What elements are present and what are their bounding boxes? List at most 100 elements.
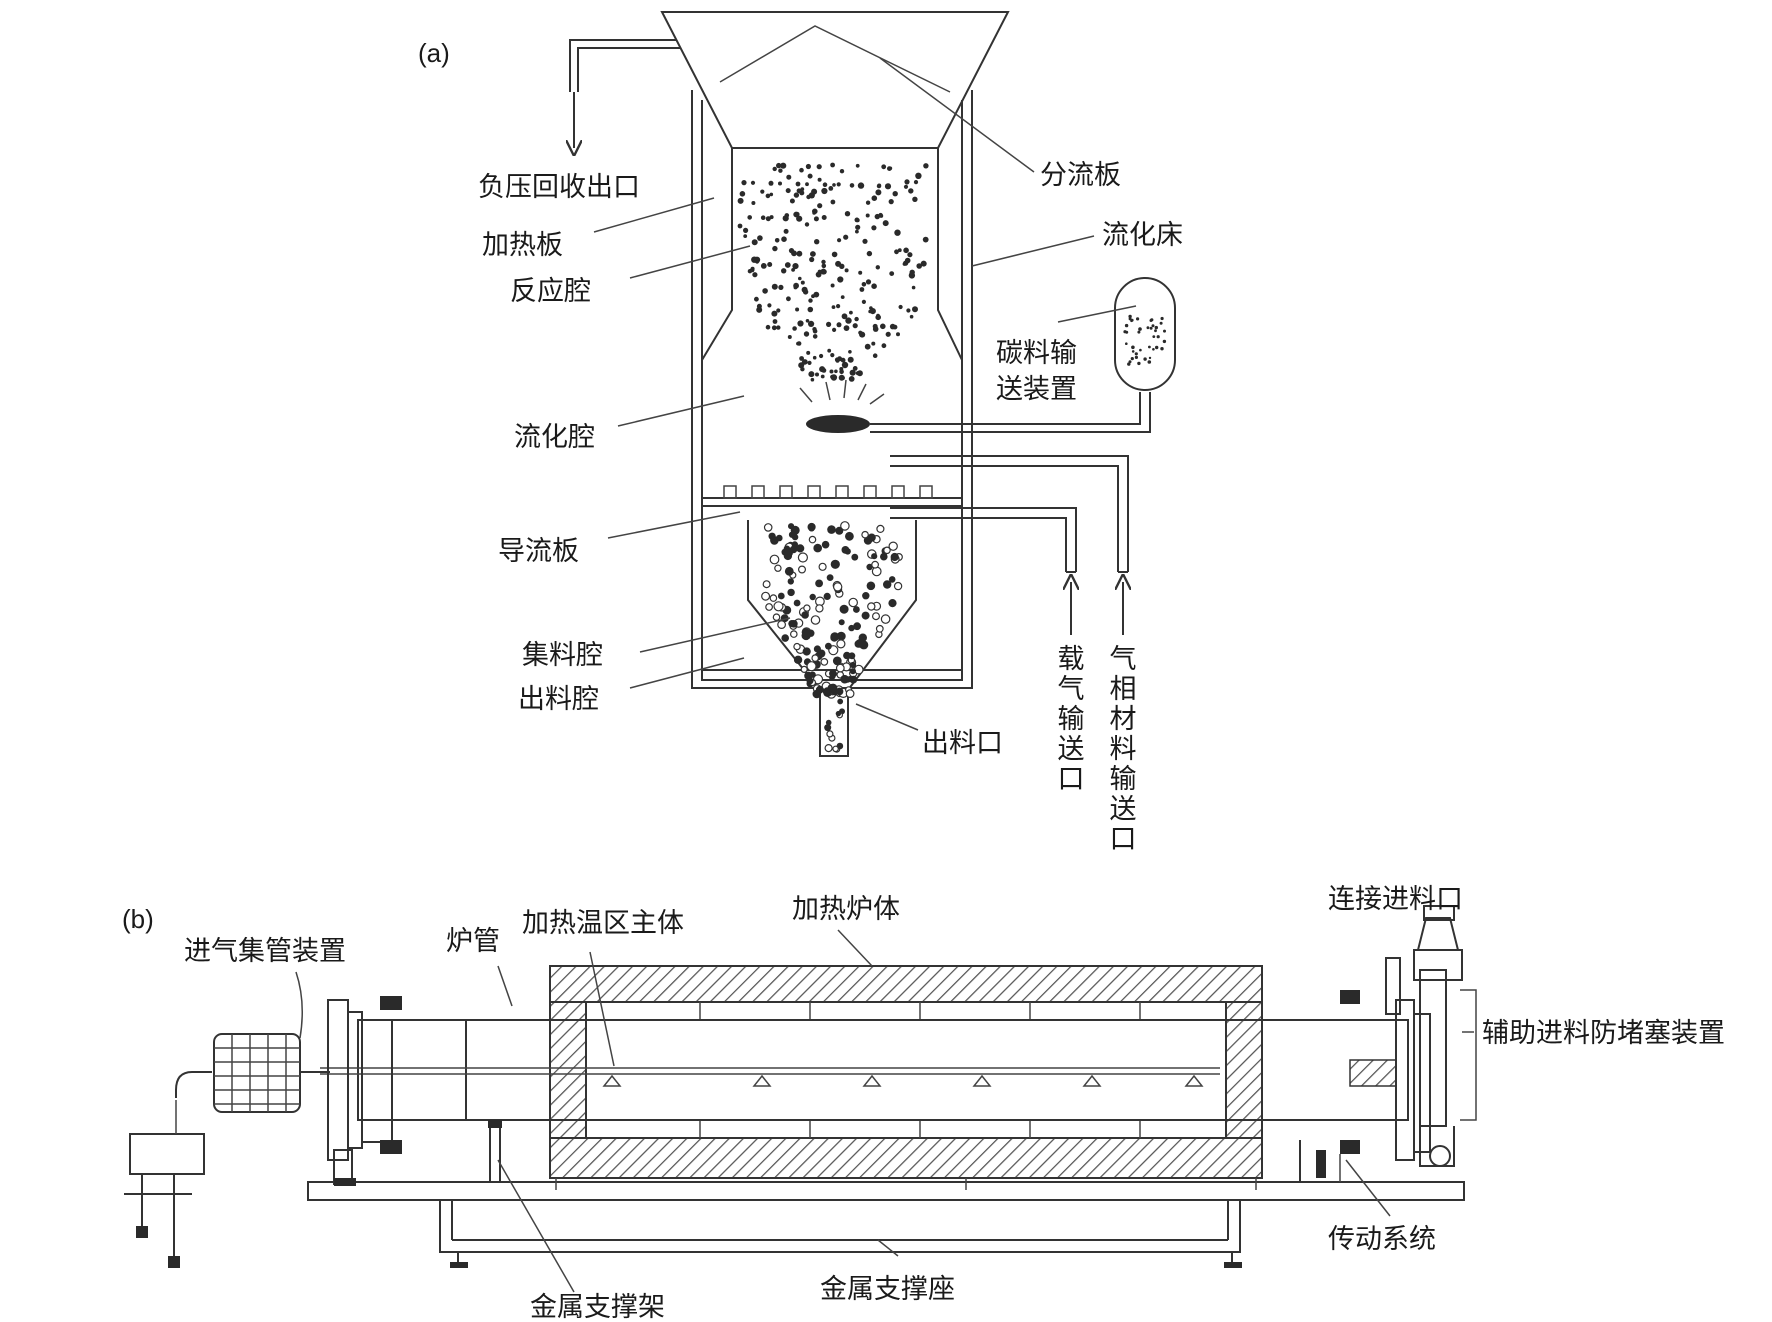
- particle: [890, 552, 899, 562]
- hopper: [660, 11, 1010, 149]
- label-reaction-chamber: 反应腔: [510, 276, 591, 307]
- particle: [1125, 330, 1129, 334]
- particle: [781, 634, 789, 642]
- particle: [809, 256, 815, 263]
- particle: [893, 581, 903, 591]
- particle: [801, 286, 808, 293]
- particle: [815, 604, 824, 613]
- particle: [808, 320, 815, 327]
- particle: [881, 164, 887, 170]
- particle: [800, 187, 805, 192]
- label-heating-zone-body: 加热温区主体: [522, 908, 684, 939]
- particle: [871, 612, 880, 621]
- particle: [836, 631, 846, 641]
- particle: [1154, 329, 1157, 333]
- particle: [825, 719, 832, 726]
- particle: [849, 675, 858, 684]
- particle: [840, 674, 849, 684]
- particle: [771, 325, 777, 331]
- particle: [739, 191, 746, 197]
- particle: [1137, 330, 1141, 334]
- particle: [800, 665, 808, 674]
- particle: [778, 284, 784, 290]
- gas-manifold: [124, 1033, 330, 1268]
- particle: [816, 164, 822, 170]
- particle: [808, 298, 813, 303]
- particle: [807, 360, 812, 365]
- particle: [851, 553, 859, 561]
- particle: [1160, 316, 1164, 321]
- particle: [802, 647, 811, 656]
- particle: [798, 362, 805, 369]
- furnace-tube: [320, 1019, 1409, 1121]
- particle: [858, 270, 863, 275]
- particle: [765, 324, 771, 330]
- particle: [1124, 323, 1129, 328]
- particle: [820, 374, 825, 379]
- particle: [830, 374, 838, 381]
- particle: [912, 306, 918, 313]
- particle: [855, 163, 860, 168]
- particle: [1152, 348, 1155, 351]
- particle: [772, 613, 781, 622]
- particle: [769, 554, 780, 565]
- particle: [776, 325, 781, 330]
- label-gas-manifold: 进气集管装置: [184, 936, 346, 967]
- particle: [812, 327, 817, 332]
- guide-plate-teeth: [723, 485, 933, 499]
- particle: [1143, 357, 1147, 361]
- particle: [840, 295, 845, 299]
- particle: [778, 181, 782, 186]
- particle: [1131, 345, 1135, 350]
- particle: [871, 560, 879, 569]
- particle: [885, 331, 891, 337]
- particle: [806, 677, 814, 685]
- particle: [762, 288, 768, 294]
- particle: [840, 521, 850, 531]
- particle: [1155, 345, 1159, 350]
- particle: [793, 192, 800, 198]
- particle: [862, 592, 870, 600]
- particle: [826, 321, 832, 327]
- particle: [830, 633, 839, 642]
- particle: [788, 248, 795, 254]
- particle: [750, 266, 755, 271]
- particle: [790, 525, 800, 535]
- particle: [812, 211, 816, 215]
- particle: [797, 320, 804, 327]
- particle: [872, 353, 878, 359]
- particle: [803, 604, 811, 612]
- particle: [857, 182, 865, 189]
- particle: [780, 162, 787, 169]
- particle: [813, 216, 819, 222]
- particle: [767, 303, 772, 308]
- particle: [871, 225, 877, 231]
- particle: [797, 552, 809, 563]
- particle: [828, 683, 838, 693]
- metal-support-base: [307, 1181, 1465, 1268]
- particle: [820, 658, 829, 666]
- particle: [1137, 361, 1141, 366]
- particle: [898, 304, 903, 310]
- particle: [848, 350, 852, 354]
- particle: [808, 371, 815, 378]
- metal-support-frame: [488, 1120, 502, 1183]
- particle: [819, 366, 826, 373]
- particle: [799, 356, 804, 361]
- particle: [807, 306, 814, 313]
- particle: [829, 669, 837, 678]
- particle: [754, 296, 759, 302]
- reaction-particles: [737, 162, 929, 382]
- particle: [1136, 317, 1140, 321]
- particle: [787, 588, 795, 597]
- particle: [808, 535, 817, 544]
- particle: [839, 263, 845, 269]
- particle: [803, 331, 810, 337]
- particle: [823, 592, 831, 601]
- particle: [781, 268, 787, 274]
- particle: [853, 622, 861, 631]
- particle: [843, 234, 849, 240]
- particle: [867, 602, 876, 611]
- particle: [784, 262, 791, 268]
